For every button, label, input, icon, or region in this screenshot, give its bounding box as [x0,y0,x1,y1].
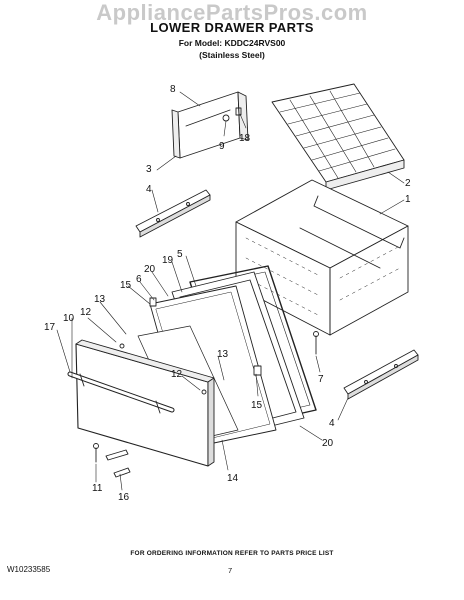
part-door-handle [67,371,175,414]
callout-1: 1 [405,194,411,205]
callout-3: 3 [146,164,152,175]
document-id: W10233585 [7,565,51,574]
callout-13-lower: 13 [217,349,229,360]
part-rear-bracket [171,91,249,159]
part-left-slide-rail [135,189,211,238]
part-drawer-bin [235,179,409,336]
model-number: For Model: KDDC24RVS00 [178,38,286,48]
callout-9: 9 [219,141,225,152]
watermark-text: AppliancePartsPros.com [96,0,368,25]
callout-4-upper: 4 [146,184,152,195]
callout-20-lower: 20 [322,438,334,449]
callout-11: 11 [92,483,103,494]
part-screw [313,331,319,355]
leader-lines [56,91,405,491]
callout-12-lower: 12 [171,369,183,380]
callout-6: 6 [136,274,142,285]
part-drawer-cover [271,83,405,191]
callout-12-upper: 12 [80,307,92,318]
model-finish: (Stainless Steel) [199,50,265,60]
callout-10: 10 [63,313,75,324]
callout-8: 8 [170,84,176,95]
callout-2: 2 [405,178,411,189]
callout-13-upper: 13 [94,294,106,305]
callout-18: 18 [239,133,251,144]
callout-labels: 8 9 18 3 4 2 1 5 19 20 6 15 13 12 10 17 … [44,84,411,503]
callout-14: 14 [227,473,239,484]
page-title: LOWER DRAWER PARTS [150,20,314,35]
callout-5: 5 [177,249,183,260]
callout-17: 17 [44,322,56,333]
callout-15-lower: 15 [251,400,263,411]
part-front-door-panel [75,339,215,467]
part-right-slide-rail [343,349,419,400]
page-number: 7 [228,566,233,575]
ordering-note: FOR ORDERING INFORMATION REFER TO PARTS … [130,550,334,557]
callout-20-upper: 20 [144,264,156,275]
callout-19: 19 [162,255,174,266]
callout-4-lower: 4 [329,418,335,429]
part-trim-strip [105,449,131,478]
callout-7: 7 [318,374,324,385]
callout-15-upper: 15 [120,280,132,291]
part-handle-screw [93,443,99,463]
callout-16: 16 [118,492,130,503]
